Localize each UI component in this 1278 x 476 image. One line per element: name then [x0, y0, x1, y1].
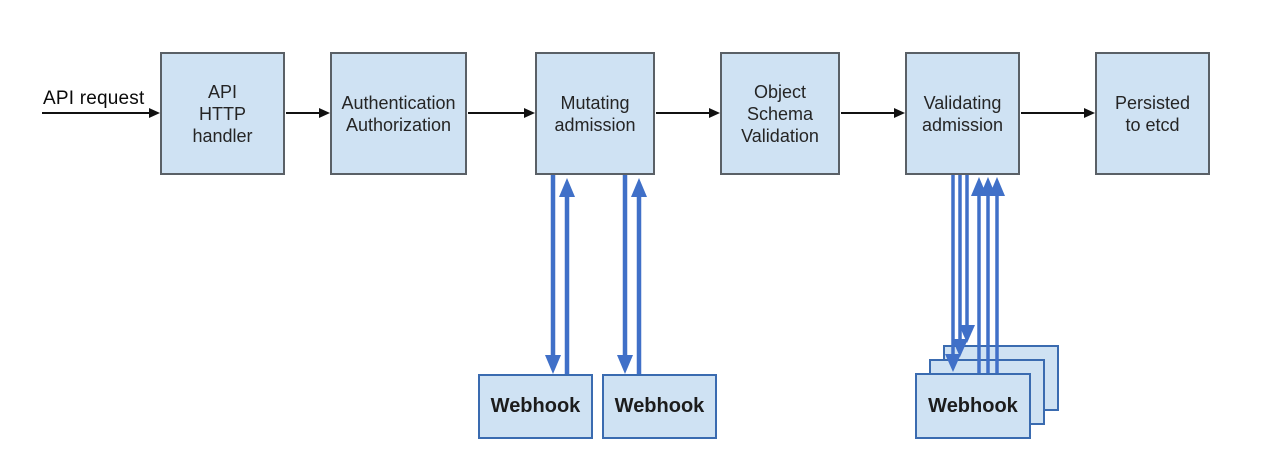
validating-webhook-up-arrow-3 — [989, 177, 1005, 373]
stage-box-object-schema-validation: Object Schema Validation — [720, 52, 840, 175]
validating-webhook-down-arrow-2 — [952, 175, 968, 357]
mutating-webhook-box-2: Webhook — [602, 374, 717, 439]
mutating-webhook-label-1: Webhook — [490, 395, 581, 417]
api-request-label: API request — [43, 88, 145, 109]
stage-box-api-http-handler: API HTTP handler — [160, 52, 285, 175]
validating-webhook-down-arrow-1 — [945, 175, 961, 372]
stage-label-authentication-authorization: Authentication Authorization — [341, 92, 456, 135]
stage-box-persisted-to-etcd: Persisted to etcd — [1095, 52, 1210, 175]
mutating-webhook-label-2: Webhook — [614, 395, 705, 417]
mutating-webhook1-down-arrow — [545, 175, 561, 374]
mutating-webhook2-up-arrow — [631, 178, 647, 374]
mutating-webhook-box-1: Webhook — [478, 374, 593, 439]
stage-box-authentication-authorization: Authentication Authorization — [330, 52, 467, 175]
stage-box-validating-admission: Validating admission — [905, 52, 1020, 175]
stage-label-validating-admission: Validating admission — [921, 92, 1004, 135]
stage-label-persisted-to-etcd: Persisted to etcd — [1114, 92, 1191, 135]
validating-webhook-box-front: Webhook — [915, 373, 1031, 439]
stage-label-mutating-admission: Mutating admission — [554, 92, 636, 135]
validating-webhook-up-arrow-1 — [971, 177, 987, 373]
stage-label-object-schema-validation: Object Schema Validation — [741, 81, 819, 146]
stage-label-api-http-handler: API HTTP handler — [192, 81, 253, 146]
validating-webhook-down-arrow-3 — [959, 175, 975, 343]
flow-arrow-schema-to-validating — [841, 108, 905, 118]
flow-arrow-auth-to-mutating — [468, 108, 535, 118]
flow-arrow-mutating-to-schema — [656, 108, 720, 118]
mutating-webhook1-up-arrow — [559, 178, 575, 374]
stage-box-mutating-admission: Mutating admission — [535, 52, 655, 175]
validating-webhook-label: Webhook — [928, 394, 1018, 417]
flow-arrow-validating-to-etcd — [1021, 108, 1095, 118]
mutating-webhook2-down-arrow — [617, 175, 633, 374]
validating-webhook-up-arrow-2 — [980, 177, 996, 373]
flow-arrow-handler-to-auth — [286, 108, 330, 118]
